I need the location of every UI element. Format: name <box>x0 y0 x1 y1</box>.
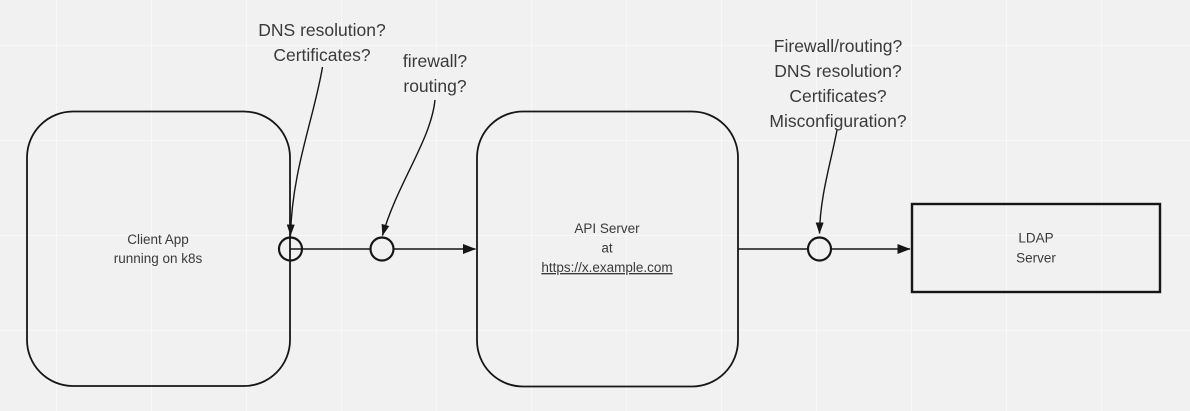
api-server-link[interactable]: https://x.example.com <box>541 260 672 275</box>
client-app-node <box>26 110 291 387</box>
annotation-arrow-api-ldap <box>815 129 838 234</box>
api-server-node <box>476 110 739 388</box>
annotation-client-edge-line2: Certificates? <box>273 45 371 65</box>
annotation-arrow-client-edge <box>286 66 324 236</box>
annotation-api-ldap-line4: Misconfiguration? <box>769 111 906 131</box>
probe-circle-api-ldap <box>806 236 833 262</box>
annotation-arrow-network <box>381 99 436 236</box>
annotation-api-ldap-line3: Certificates? <box>789 86 887 106</box>
annotation-api-ldap-line2: DNS resolution? <box>774 61 902 81</box>
ldap-server-label-line2: Server <box>1016 251 1056 266</box>
ldap-server-label-line1: LDAP <box>1018 231 1053 246</box>
probe-circle-client-edge <box>277 236 304 262</box>
ldap-server-node <box>910 202 1162 294</box>
client-app-label-line1: Client App <box>127 232 189 247</box>
annotation-network-line1: firewall? <box>403 51 467 71</box>
annotation-network-line2: routing? <box>403 76 467 96</box>
api-server-label-line2: at <box>601 241 613 256</box>
probe-circle-network <box>369 236 395 262</box>
annotation-api-ldap-line1: Firewall/routing? <box>774 36 903 56</box>
annotation-client-edge-line1: DNS resolution? <box>258 20 386 40</box>
client-app-label-line2: running on k8s <box>114 251 203 266</box>
api-server-label-line1: API Server <box>574 221 640 236</box>
